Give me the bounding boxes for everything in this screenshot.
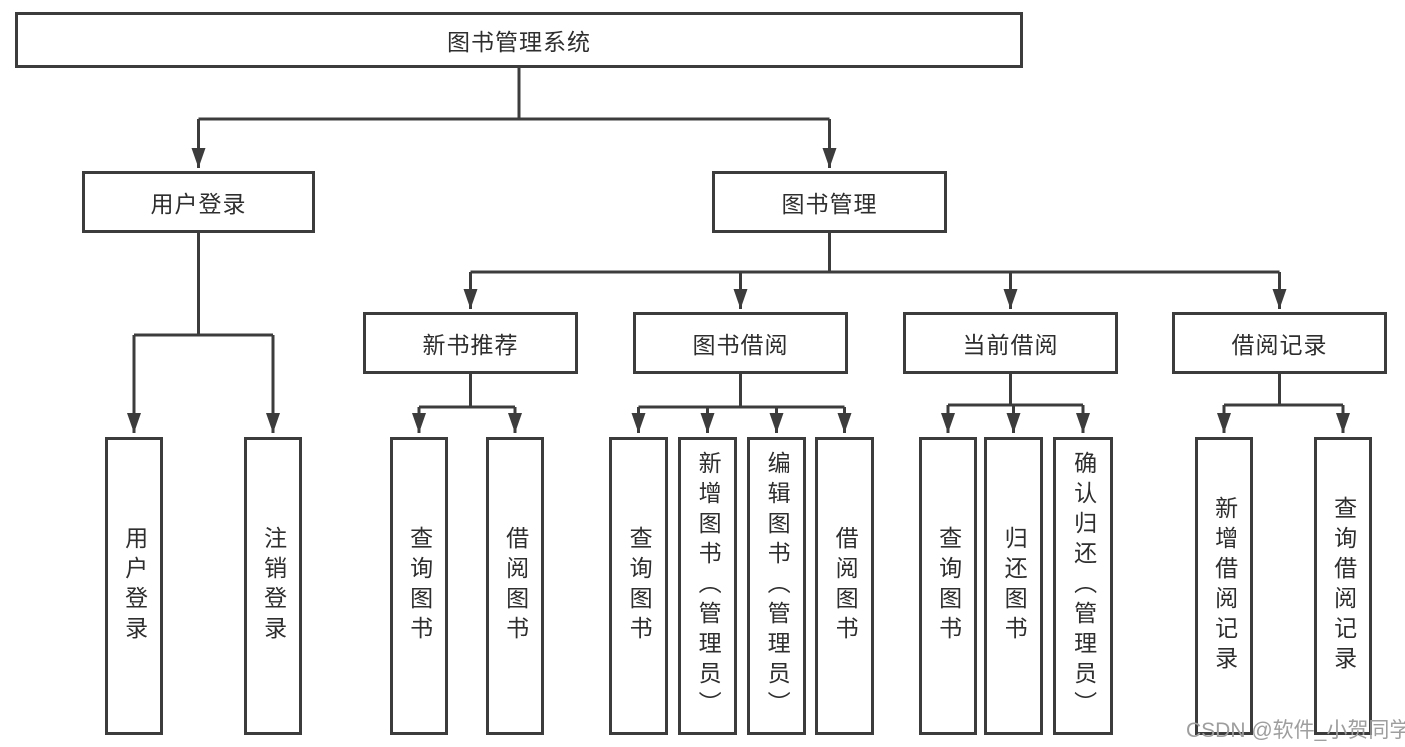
leaf-add-borrow-record: 新增借阅记录 xyxy=(1195,437,1253,735)
wire xyxy=(198,68,830,121)
leaf-query-borrow-record: 查询借阅记录 xyxy=(1314,437,1372,735)
node-label: 借阅图书 xyxy=(502,526,529,646)
leaf-edit-books-admin: 编辑图书（管理员） xyxy=(747,437,806,735)
leaf-query-books-recommend: 查询图书 xyxy=(390,437,448,735)
connector-borrow-records xyxy=(1217,374,1350,433)
leaf-confirm-return-admin: 确认归还（管理员） xyxy=(1053,437,1113,735)
node-current-borrow: 当前借阅 xyxy=(903,312,1118,374)
node-label: 归还图书 xyxy=(1001,526,1028,646)
wire xyxy=(134,233,273,337)
node-label: 新增图书（管理员） xyxy=(695,451,722,721)
node-label: 图书管理系统 xyxy=(447,29,591,55)
node-label: 用户登录 xyxy=(150,191,247,217)
leaf-borrow-books-recommend: 借阅图书 xyxy=(486,437,544,735)
connector-user-login xyxy=(127,233,280,433)
node-root: 图书管理系统 xyxy=(15,12,1023,68)
node-label: 编辑图书（管理员） xyxy=(764,451,791,721)
node-label: 确认归还（管理员） xyxy=(1070,451,1097,721)
node-label: 借阅图书 xyxy=(832,526,859,646)
node-label: 图书借阅 xyxy=(692,332,789,358)
leaf-query-books-current: 查询图书 xyxy=(919,437,977,735)
leaf-query-books-borrow: 查询图书 xyxy=(609,437,668,735)
node-book-management: 图书管理 xyxy=(712,171,947,233)
node-label: 图书管理 xyxy=(781,191,878,217)
node-label: 查询借阅记录 xyxy=(1330,496,1357,676)
node-label: 当前借阅 xyxy=(962,332,1059,358)
connector-new-book-recommend xyxy=(412,374,522,433)
watermark-text: CSDN @软件_小贺同学 xyxy=(1186,719,1405,742)
node-label: 查询图书 xyxy=(406,526,433,646)
connector-current-borrow xyxy=(941,374,1090,433)
connector-root xyxy=(191,68,837,168)
connector-book-management xyxy=(463,233,1287,309)
leaf-user-login: 用户登录 xyxy=(105,437,163,735)
node-label: 用户登录 xyxy=(121,526,148,646)
node-label: 注销登录 xyxy=(260,526,287,646)
leaf-add-books-admin: 新增图书（管理员） xyxy=(678,437,737,735)
wire xyxy=(470,233,1280,274)
node-book-borrow: 图书借阅 xyxy=(633,312,848,374)
node-new-book-recommend: 新书推荐 xyxy=(363,312,578,374)
node-label: 新书推荐 xyxy=(422,332,519,358)
node-label: 查询图书 xyxy=(935,526,962,646)
wire xyxy=(948,374,1083,407)
leaf-return-books: 归还图书 xyxy=(984,437,1043,735)
node-label: 新增借阅记录 xyxy=(1211,496,1238,676)
node-label: 查询图书 xyxy=(626,526,653,646)
leaf-logout: 注销登录 xyxy=(244,437,302,735)
leaf-borrow-books: 借阅图书 xyxy=(815,437,874,735)
node-label: 借阅记录 xyxy=(1231,332,1328,358)
node-user-login: 用户登录 xyxy=(82,171,315,233)
wire xyxy=(1224,374,1343,407)
node-borrow-records: 借阅记录 xyxy=(1172,312,1387,374)
wire xyxy=(638,374,845,409)
wire xyxy=(419,374,515,409)
connector-book-borrow xyxy=(631,374,852,433)
